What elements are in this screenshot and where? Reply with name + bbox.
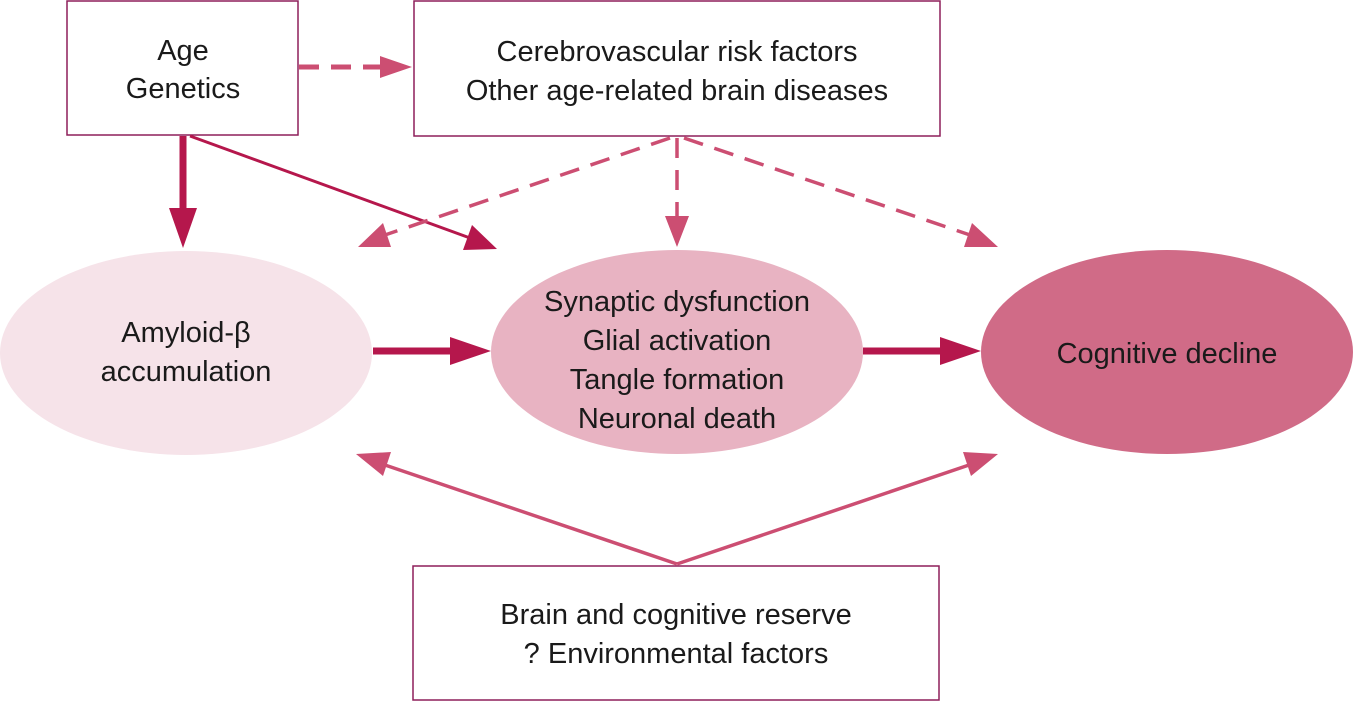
cerebrovascular-risk-label: Cerebrovascular risk factors	[497, 36, 858, 68]
arrow-cerebrovascular-to-cognitive	[683, 136, 998, 247]
reserve-box	[412, 565, 940, 701]
arrow-age-to-amyloid	[169, 136, 197, 248]
genetics-label: Genetics	[126, 73, 240, 105]
synaptic-dysfunction-label: Synaptic dysfunction	[544, 286, 810, 318]
arrow-reserve-to-cognitive	[676, 452, 998, 566]
accumulation-label: accumulation	[101, 356, 272, 388]
arrow-synaptic-to-cognitive	[863, 337, 981, 365]
age-label: Age	[157, 35, 209, 67]
arrow-amyloid-to-synaptic	[373, 337, 491, 365]
tangle-formation-label: Tangle formation	[570, 364, 784, 396]
arrow-cerebrovascular-to-amyloid	[358, 136, 671, 247]
glial-activation-label: Glial activation	[583, 325, 772, 357]
arrow-age-to-synaptic	[189, 134, 497, 250]
synaptic-ellipse	[491, 250, 863, 454]
arrow-reserve-to-amyloid	[356, 452, 678, 566]
cognitive-decline-label: Cognitive decline	[1057, 338, 1278, 370]
neuronal-death-label: Neuronal death	[578, 403, 776, 435]
arrow-age-to-cerebrovascular	[299, 56, 412, 78]
cerebrovascular-box	[413, 0, 941, 137]
environmental-factors-label: ? Environmental factors	[524, 638, 829, 670]
brain-cognitive-reserve-label: Brain and cognitive reserve	[500, 599, 851, 631]
other-brain-diseases-label: Other age-related brain diseases	[466, 75, 888, 107]
amyloid-beta-label: Amyloid-β	[121, 317, 250, 349]
amyloid-ellipse	[0, 251, 372, 455]
arrow-cerebrovascular-to-synaptic	[665, 138, 689, 247]
cognitive-ellipse	[981, 250, 1353, 454]
age-genetics-box	[66, 0, 299, 136]
